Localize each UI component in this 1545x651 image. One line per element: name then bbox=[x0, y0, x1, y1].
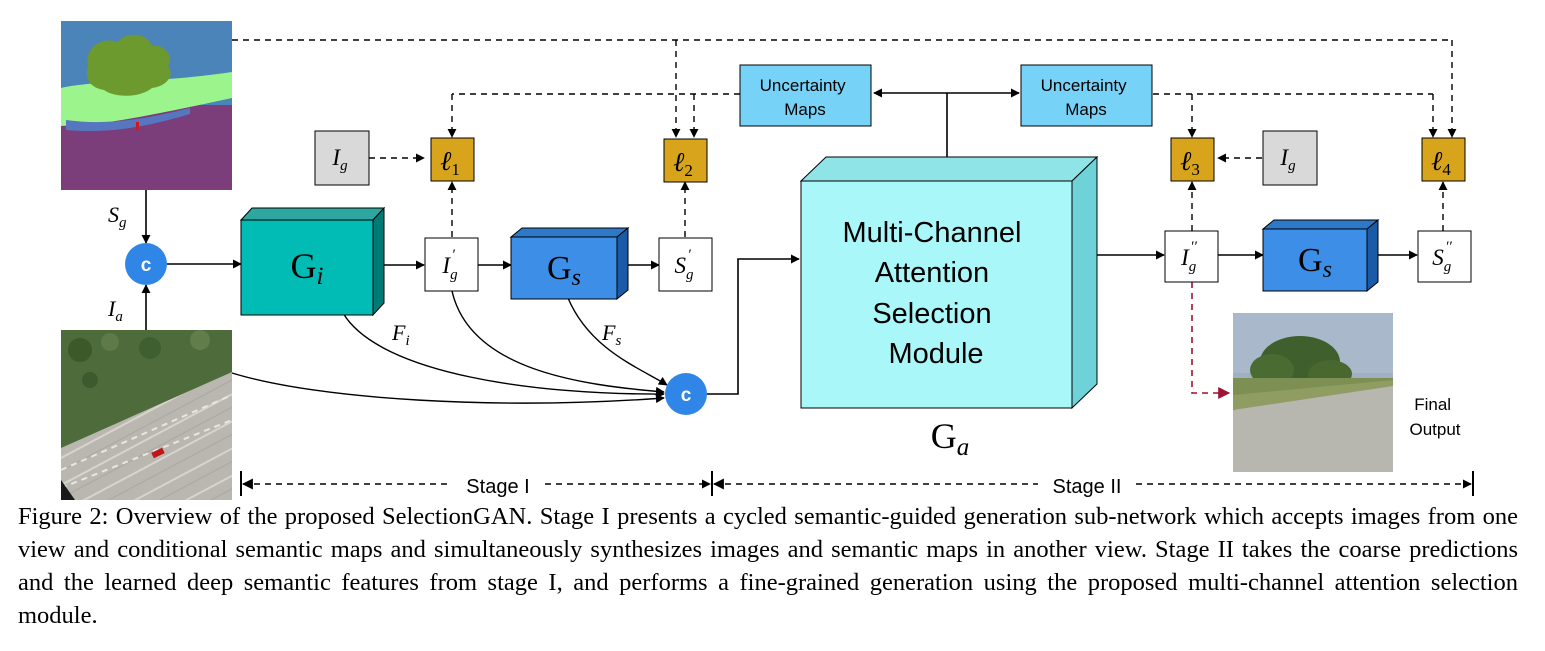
loss-2-label: ℓ2 bbox=[673, 147, 693, 180]
architecture-diagram: Stage I Stage II c c Gi Gs Gs Multi-Ch bbox=[60, 21, 1474, 500]
loss-3-label: ℓ3 bbox=[1180, 146, 1200, 179]
final-output-image bbox=[1233, 313, 1393, 472]
coarse-image-label: Ig′ bbox=[441, 247, 458, 283]
target-image-label: Ig bbox=[1279, 145, 1296, 174]
target-image-label: Ig bbox=[331, 145, 348, 174]
uncertainty-maps-left: Uncertainty Maps bbox=[739, 64, 872, 127]
semantic-map-edge-label: Sg bbox=[108, 202, 127, 231]
refined-image-label: Ig′′ bbox=[1180, 239, 1197, 275]
semantic-map-image bbox=[61, 21, 232, 190]
concat-node-2: c bbox=[665, 373, 707, 415]
refined-image-node: Ig′′ bbox=[1164, 230, 1219, 283]
refined-semantic-node: Sg′′ bbox=[1417, 230, 1472, 283]
input-image-edge-label: Ia bbox=[107, 296, 123, 325]
concat-node-1: c bbox=[125, 243, 167, 285]
generator-ga-label: Ga bbox=[931, 416, 970, 461]
target-image-node-left: Ig bbox=[314, 130, 370, 186]
refined-semantic-label: Sg′′ bbox=[1432, 239, 1452, 275]
uncertainty-maps-right: Uncertainty Maps bbox=[1020, 64, 1153, 127]
concat-symbol: c bbox=[141, 255, 152, 276]
coarse-image-node: Ig′ bbox=[424, 237, 479, 292]
final-output-label: Final Output bbox=[1409, 395, 1460, 439]
generator-gi-label: Gi bbox=[291, 246, 324, 290]
generator-gs-label: Gs bbox=[1298, 242, 1332, 283]
generator-gs-stage2: Gs bbox=[1261, 218, 1380, 293]
figure-caption: Figure 2: Overview of the proposed Selec… bbox=[18, 503, 1518, 629]
attention-module-label: Multi-Channel Attention Selection Module bbox=[843, 217, 1030, 370]
stage-1-label: Stage I bbox=[466, 476, 529, 498]
loss-3: ℓ3 bbox=[1170, 137, 1215, 182]
concat-symbol: c bbox=[681, 385, 692, 406]
feature-fi-label: Fi bbox=[391, 320, 410, 349]
uncertainty-maps-label: Uncertainty Maps bbox=[760, 76, 851, 119]
loss-1-label: ℓ1 bbox=[440, 146, 460, 179]
loss-4: ℓ4 bbox=[1421, 137, 1466, 182]
feature-fs-label: Fs bbox=[601, 320, 621, 349]
target-image-node-right: Ig bbox=[1262, 130, 1318, 186]
uncertainty-maps-label: Uncertainty Maps bbox=[1041, 76, 1132, 119]
attention-selection-module: Multi-Channel Attention Selection Module bbox=[799, 155, 1099, 410]
loss-4-label: ℓ4 bbox=[1431, 146, 1451, 179]
aerial-input-image bbox=[60, 330, 233, 500]
generator-gs-label: Gs bbox=[547, 250, 581, 291]
loss-1: ℓ1 bbox=[430, 137, 475, 182]
coarse-semantic-node: Sg′ bbox=[658, 237, 713, 292]
generator-gi: Gi bbox=[239, 206, 386, 317]
coarse-semantic-label: Sg′ bbox=[675, 247, 695, 283]
generator-gs-stage1: Gs bbox=[509, 226, 630, 301]
loss-2: ℓ2 bbox=[663, 138, 708, 183]
stage-2-label: Stage II bbox=[1053, 476, 1122, 498]
